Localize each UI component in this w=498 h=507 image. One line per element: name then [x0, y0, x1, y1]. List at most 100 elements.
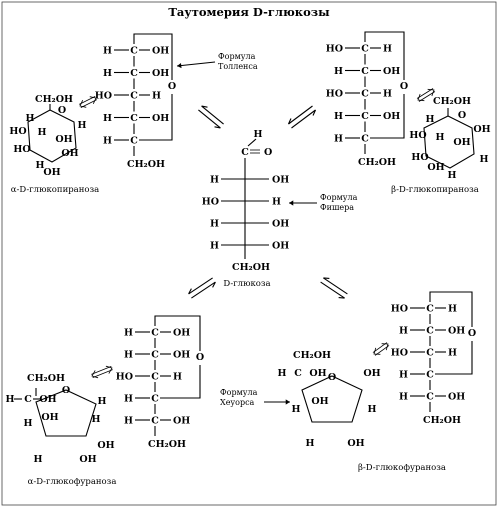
substituent-right: OH [448, 326, 465, 337]
pyranose-hollow-arrow-head [89, 96, 97, 104]
h-label: H [278, 368, 287, 379]
carbon-atom: C [151, 350, 159, 361]
substituent-right: OH [173, 350, 190, 361]
ring-oxygen: O [458, 110, 466, 121]
substituent-right: OH [448, 392, 465, 403]
aldehyde-h: H [254, 129, 263, 140]
carbon-atom: C [426, 392, 434, 403]
caption-beta-furanose: β-D-глюкофураноза [358, 463, 446, 473]
eq-top-left-forward [198, 109, 221, 129]
aldehyde-ch-bond [247, 138, 257, 147]
h-label: H [24, 418, 33, 429]
ring-oxygen: O [62, 385, 70, 396]
pyranose-hollow-arrow-head [427, 88, 435, 97]
ring-bracket-upper [429, 291, 473, 327]
terminal-ch2oh: CH₂OH [127, 159, 165, 170]
carbon-atom: C [361, 44, 369, 55]
substituent-left: HO [116, 372, 133, 383]
ring-oxygen: O [196, 352, 204, 363]
fischer-right-substituent: OH [272, 219, 289, 230]
substituent-right: OH [383, 111, 400, 122]
diagram-title: Таутомерия D-глюкозы [168, 5, 330, 19]
furanose-hollow-arrow-head [381, 343, 389, 351]
h-label: H [480, 154, 489, 165]
ring-bracket-lower [160, 365, 201, 399]
eq-bottom-left-forward [191, 281, 216, 299]
furanose-hollow-arrow-tail [373, 347, 381, 355]
eq-top-left-barb-r [201, 105, 208, 108]
eq-bottom-right-barb-f [338, 297, 345, 299]
pyranose-hollow-arrow-a [80, 99, 97, 108]
caption-alpha-furanose: α-D-глюкофураноза [28, 477, 117, 487]
h-label: H [38, 127, 47, 138]
substituent-left: H [399, 370, 408, 381]
ring-oxygen: O [168, 81, 176, 92]
furanose-hollow-arrow-head [105, 365, 113, 374]
substituent-right: H [448, 348, 457, 359]
carbon-atom: C [151, 394, 159, 405]
label-tollens-1: Формула [218, 52, 256, 61]
ring-bracket-upper [364, 31, 405, 80]
carbon-atom: C [361, 66, 369, 77]
terminal-ch2oh: CH₂OH [232, 262, 270, 273]
caption-beta-pyranose: β-D-глюкопираноза [391, 185, 479, 195]
furanose-hollow-arrow-b [91, 365, 112, 375]
pyranose-hollow-arrow-tail [79, 100, 87, 108]
carbon-atom: C [130, 113, 138, 124]
fischer-left-substituent: H [210, 219, 219, 230]
h-label: H [448, 170, 457, 181]
oh-label: OH [309, 368, 326, 379]
ring-bracket-lower [435, 341, 473, 375]
h-label: H [436, 132, 445, 143]
substituent-right: H [152, 91, 161, 102]
carbon-atom: C [426, 304, 434, 315]
oh-label: OH [347, 438, 364, 449]
haworth-pointer-head [285, 399, 290, 405]
oh-label: OH [97, 440, 114, 451]
tollens-pointer-head [177, 62, 182, 69]
ho-label: HO [9, 126, 26, 137]
substituent-left: H [399, 392, 408, 403]
h-label: H [34, 454, 43, 465]
fischer-pointer-head [289, 200, 294, 206]
pyranose-hollow-arrow-tail [417, 93, 425, 102]
oh-label: OH [79, 454, 96, 465]
furanose-hollow-arrow-tail [91, 370, 99, 379]
carbon-atom: C [151, 328, 159, 339]
substituent-right: OH [152, 68, 169, 79]
oh-label: OH [363, 368, 380, 379]
eq-bottom-left-barb-f [212, 281, 216, 288]
carbon-atom: C [151, 416, 159, 427]
substituent-right: OH [383, 66, 400, 77]
h-label: H [78, 120, 87, 131]
substituent-right: H [383, 44, 392, 55]
ring-oxygen: O [58, 105, 66, 116]
eq-bottom-left-barb-r [188, 288, 192, 295]
h-label: H [6, 394, 15, 405]
carbon-atom: C [361, 89, 369, 100]
furanose-ring-outline [35, 389, 97, 437]
carbon-atom: C [426, 348, 434, 359]
h-label: H [292, 404, 301, 415]
substituent-right: OH [152, 46, 169, 57]
carbon-atom: C [426, 326, 434, 337]
eq-top-right-forward [291, 109, 316, 129]
eq-bottom-left-reverse [188, 277, 213, 295]
label-fischer-1: Формула [320, 193, 358, 202]
oh-label: OH [39, 394, 56, 405]
fischer-right-substituent: H [272, 197, 281, 208]
carbon-atom: C [24, 394, 32, 405]
oh-label: OH [427, 162, 444, 173]
substituent-left: H [124, 328, 133, 339]
substituent-left: H [334, 66, 343, 77]
eq-top-left-reverse [201, 105, 224, 125]
oh-label: OH [453, 137, 470, 148]
